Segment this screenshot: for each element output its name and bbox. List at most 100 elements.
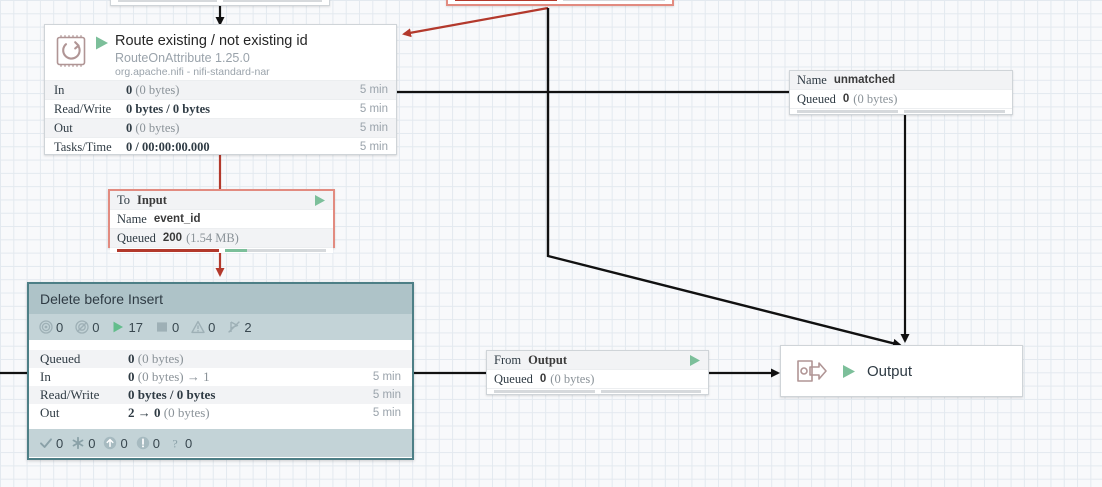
stat-time: 5 min — [359, 103, 388, 115]
queue-bar-size — [223, 0, 322, 2]
queue-bar-size — [600, 390, 701, 393]
connection-name-key: Name — [797, 72, 827, 87]
stat-value: 0 / 00:00:00.000 — [126, 139, 210, 154]
connection-queued-size: (0 bytes) — [550, 371, 595, 386]
connection-to-key: To — [117, 192, 131, 207]
connection-queued-count: 200 — [162, 232, 183, 244]
stat-time: 5 min — [359, 122, 388, 134]
connection-queued-row: Queued 0 (0 bytes) — [487, 370, 708, 389]
output-port-icon — [795, 357, 829, 385]
process-group-footer-counts: 0 0 0 — [29, 429, 412, 457]
run-play-icon — [841, 364, 857, 379]
stat-label: Out — [40, 405, 60, 420]
stat-label: Out — [54, 120, 73, 135]
stat-time: 5 min — [372, 407, 401, 419]
stat-value: 0 bytes / 0 bytes — [128, 387, 216, 402]
invalid-warning-icon — [191, 320, 205, 334]
status-chip-disabled: 2 — [227, 319, 252, 335]
queue-bar-count — [455, 0, 557, 1]
question-icon: ? — [168, 436, 182, 450]
status-chip-not-transmitting: 0 — [75, 320, 99, 335]
stat-label: Tasks/Time — [54, 139, 112, 154]
process-group-stats: Queued 0 (0 bytes) In 0 (0 bytes) → 1 5 … — [29, 350, 412, 422]
status-chip-stopped: 0 — [155, 320, 179, 335]
connection-label-to-input[interactable]: To Input Name event_id Queued 200 (1.54 … — [108, 189, 335, 253]
stat-value: 0 (0 bytes) → 1 — [128, 369, 210, 384]
connection-name-value: event_id — [153, 213, 201, 225]
clipped-connection-label-left[interactable] — [110, 0, 330, 6]
footer-chip-value: 0 — [88, 435, 96, 451]
footer-chip-asterisk: 0 — [71, 436, 95, 451]
stat-value: 2 → 0 (0 bytes) — [128, 405, 210, 420]
processor-header: Route existing / not existing id RouteOn… — [45, 25, 396, 80]
output-port-output[interactable]: Output — [780, 345, 1023, 397]
connection-to-value: Input — [137, 192, 167, 207]
stat-label: Queued — [40, 351, 81, 366]
check-icon — [39, 436, 53, 450]
stat-value: 0 (0 bytes) — [126, 120, 180, 135]
disabled-icon — [227, 320, 241, 334]
run-play-icon — [688, 354, 702, 367]
queue-bar-count — [117, 249, 219, 252]
connection-queued-count: 0 — [842, 93, 850, 105]
stat-value: 0 (0 bytes) — [126, 82, 180, 97]
status-chip-value: 2 — [244, 319, 252, 335]
footer-chip-question: ? 0 — [168, 436, 192, 451]
process-group-stat-in: In 0 (0 bytes) → 1 5 min — [29, 368, 412, 386]
status-chip-value: 0 — [171, 319, 180, 335]
footer-chip-value: 0 — [184, 435, 193, 451]
processor-stat-read-write: Read/Write 0 bytes / 0 bytes 5 min — [45, 99, 396, 118]
processor-type: RouteOnAttribute 1.25.0 — [115, 51, 250, 66]
clipped-connection-label-right[interactable] — [446, 0, 674, 6]
status-chip-value: 0 — [208, 319, 216, 335]
run-play-icon — [93, 35, 111, 51]
asterisk-icon — [71, 436, 85, 450]
processor-name: Route existing / not existing id — [115, 33, 308, 49]
status-chip-value: 0 — [56, 319, 64, 335]
footer-chip-value: 0 — [56, 435, 64, 451]
footer-chip-value: 0 — [152, 435, 160, 451]
not-transmitting-icon — [75, 320, 89, 334]
processor-stat-out: Out 0 (0 bytes) 5 min — [45, 118, 396, 137]
connection-label-from-output[interactable]: From Output Queued 0 (0 bytes) — [486, 350, 709, 395]
process-group-stat-read-write: Read/Write 0 bytes / 0 bytes 5 min — [29, 386, 412, 404]
connection-queued-row: Queued 200 (1.54 MB) — [110, 229, 333, 248]
stat-value: 0 (0 bytes) — [128, 351, 184, 366]
queue-bar-count — [494, 390, 595, 393]
connection-queued-key: Queued — [117, 230, 156, 245]
run-play-icon — [313, 194, 327, 207]
svg-text:?: ? — [172, 436, 177, 450]
connection-queued-row: Queued 0 (0 bytes) — [790, 90, 1012, 109]
stat-time: 5 min — [372, 389, 401, 401]
up-arrow-icon — [103, 436, 117, 450]
processor-bundle: org.apache.nifi - nifi-standard-nar — [115, 66, 270, 79]
stat-label: In — [40, 369, 51, 384]
stopped-icon — [155, 320, 169, 334]
connection-from-row: From Output — [487, 351, 708, 370]
connection-queued-count: 0 — [539, 373, 547, 385]
connection-from-key: From — [494, 352, 522, 367]
stat-time: 5 min — [372, 371, 401, 383]
process-group-stat-out: Out 2 → 0 (0 bytes) 5 min — [29, 404, 412, 422]
transmitting-icon — [39, 320, 53, 334]
status-chip-transmitting: 0 — [39, 320, 63, 335]
running-icon — [111, 320, 125, 334]
status-chip-invalid: 0 — [191, 320, 215, 335]
process-group-delete-before-insert[interactable]: Delete before Insert 0 — [27, 282, 414, 460]
stat-label: In — [54, 82, 65, 97]
connection-queued-size: (1.54 MB) — [186, 230, 239, 245]
queue-bar-count — [118, 0, 217, 2]
stat-label: Read/Write — [54, 101, 112, 116]
connection-queued-size: (0 bytes) — [853, 91, 898, 106]
connection-from-value: Output — [528, 352, 567, 367]
footer-chip-info: 0 — [136, 436, 160, 451]
connection-to-row: To Input — [110, 191, 333, 210]
processor-route-icon — [53, 33, 89, 69]
connection-name-key: Name — [117, 211, 147, 226]
status-chip-running: 17 — [111, 320, 143, 335]
connection-label-unmatched[interactable]: Name unmatched Queued 0 (0 bytes) — [789, 70, 1013, 115]
process-group-title: Delete before Insert — [29, 284, 412, 314]
processor-route-existing-not-existing-id[interactable]: Route existing / not existing id RouteOn… — [44, 24, 397, 155]
queue-bar-count — [797, 110, 898, 113]
